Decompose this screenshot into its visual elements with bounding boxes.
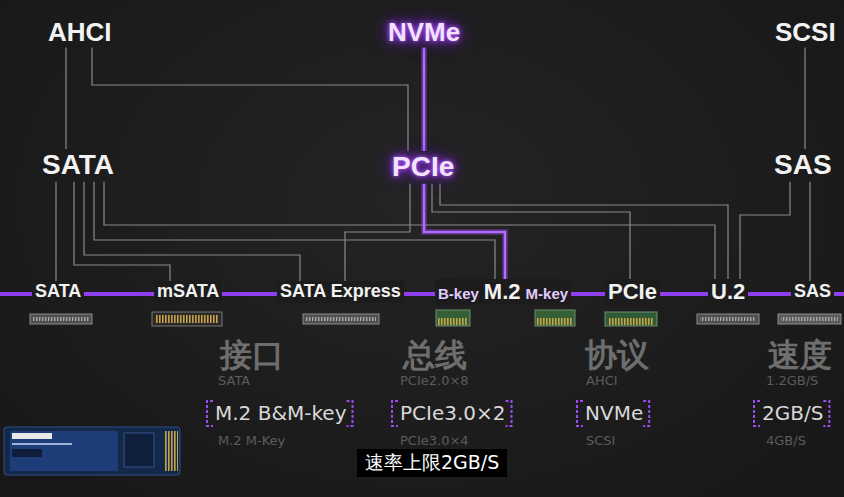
interface-label: PCIe [605, 279, 660, 305]
option-selected: PCIe3.0×2 [400, 402, 506, 425]
column-header: 协议 [585, 337, 649, 374]
connector-pins [537, 318, 573, 325]
node-text: PCIe [392, 151, 454, 182]
option-faded: 1.2GB/S [766, 374, 818, 389]
protocol-label: AHCI [45, 17, 115, 48]
connector-pins [155, 315, 219, 323]
connector [740, 182, 790, 279]
ssd-label [12, 449, 42, 457]
option-faded: 4GB/S [766, 434, 806, 449]
bus-label: SAS [771, 149, 835, 182]
ssd-chip [124, 433, 154, 467]
option-faded: AHCI [586, 374, 618, 389]
connector-pins [700, 317, 756, 321]
connector-pins [306, 317, 376, 321]
connector [804, 48, 805, 149]
ssd-contacts [164, 431, 178, 471]
connector-pictures [30, 310, 841, 326]
option-faded: PCIe3.0×4 [400, 434, 469, 449]
node-text: SATA [35, 281, 81, 301]
node-text: B-key [438, 286, 479, 303]
ssd-label [12, 433, 52, 439]
sata-express-connector [303, 314, 379, 324]
connector-pins [438, 318, 468, 325]
ssd-board [4, 427, 180, 475]
ssd-label [12, 443, 72, 445]
option-selected: NVMe [585, 402, 643, 425]
ssd-sticker [10, 431, 118, 471]
m2-bkey-connector [436, 310, 470, 326]
selection-bracket [392, 401, 512, 426]
column-header: 总线 [403, 337, 467, 374]
connector-pins [608, 318, 654, 325]
interface-label: U.2 [708, 279, 748, 305]
bus-label: SATA [39, 149, 117, 182]
bus-label: PCIe [389, 151, 457, 184]
connector [92, 48, 408, 151]
connector-pins [781, 317, 838, 321]
node-text: M-key [526, 286, 569, 303]
subtitle-caption: 速率上限2GB/S [357, 449, 507, 477]
interface-label: mSATA [154, 281, 222, 303]
selection-bracket [577, 401, 649, 426]
option-faded: SCSI [586, 434, 615, 449]
connector [423, 48, 426, 151]
node-text: AHCI [48, 17, 112, 47]
node-text: M.2 [484, 280, 521, 304]
option-faded: PCIe2.0×8 [400, 374, 469, 389]
node-text: PCIe [608, 279, 657, 304]
connector-pins [33, 317, 89, 321]
node-text: NVMe [388, 17, 460, 47]
column-header: 接口 [220, 337, 284, 374]
pcie-connector [605, 312, 657, 326]
m2-mkey-connector [535, 310, 575, 326]
protocol-label: SCSI [772, 17, 839, 48]
msata-connector [152, 312, 222, 326]
node-text: SCSI [775, 17, 836, 47]
node-text: U.2 [711, 279, 745, 304]
connector [84, 182, 300, 281]
option-faded: M.2 M-Key [218, 434, 285, 449]
connector [345, 184, 410, 281]
connector [432, 184, 630, 279]
option-faded: SATA [218, 374, 250, 389]
connector [65, 48, 66, 149]
column-header: 速度 [768, 337, 832, 374]
sas-connector [778, 314, 841, 324]
selection-bracket [754, 401, 829, 426]
node-text: SAS [774, 149, 832, 180]
node-text: mSATA [157, 281, 219, 301]
interface-label: SATA Express [277, 281, 404, 303]
node-text: SAS [794, 281, 831, 301]
sata-connector [30, 314, 92, 324]
connector [424, 184, 505, 279]
ssd-picture [4, 427, 180, 475]
connector-glow [424, 184, 505, 279]
interface-label: B-key M.2 M-key [435, 279, 571, 305]
connector [809, 182, 810, 281]
protocol-label: NVMe [385, 17, 463, 48]
connector-glow [421, 48, 427, 151]
connector [55, 182, 56, 281]
node-text: SATA Express [280, 281, 401, 301]
option-selected: 2GB/S [762, 402, 823, 425]
selection-bracket [207, 401, 353, 426]
connector [74, 182, 170, 281]
connector [440, 184, 728, 279]
interface-label: SATA [32, 281, 84, 303]
u2-connector [697, 314, 759, 324]
interface-label: SAS [791, 281, 834, 303]
node-text: SATA [42, 149, 114, 180]
option-selected: M.2 B&M-key [215, 402, 347, 425]
